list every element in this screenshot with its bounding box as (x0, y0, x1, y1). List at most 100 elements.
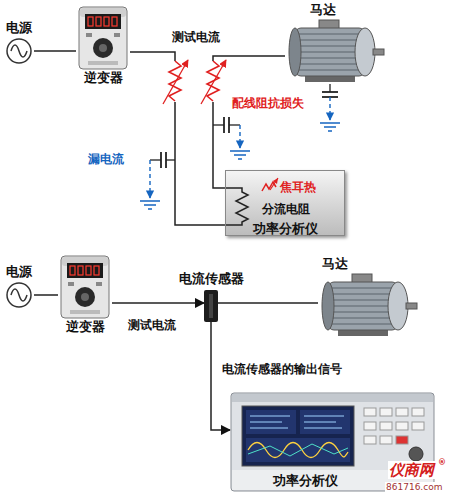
motor-illustration (373, 49, 384, 55)
leak-capacitor-symbol (239, 125, 240, 148)
inverter-illustration (58, 255, 112, 319)
power-analyzer-illustration (300, 410, 350, 434)
ground-symbol (238, 158, 242, 160)
leak-capacitor-symbol (223, 117, 225, 133)
motor-illustration (299, 69, 361, 71)
ground-symbol (320, 122, 340, 124)
inverter-illustration (81, 293, 89, 301)
inverter-illustration (75, 287, 95, 307)
motor-illustration (299, 34, 361, 70)
power-analyzer-box: 焦耳热分流电阻功率分析仪 (225, 170, 345, 236)
node-text: 功率分析仪 (226, 221, 344, 237)
power-analyzer-illustration (246, 438, 350, 462)
node-text: 分流电阻 (262, 201, 310, 217)
power-analyzer-illustration (304, 428, 342, 429)
power-analyzer-illustration (380, 408, 392, 416)
wire-resistance-symbol (201, 60, 226, 104)
motor-illustration (289, 28, 301, 76)
ground-symbol (148, 208, 152, 210)
power-analyzer-illustration (232, 394, 433, 402)
wire-connector (34, 50, 76, 52)
power-analyzer-illustration (250, 416, 344, 428)
inverter-illustration (99, 44, 107, 52)
inverter-illustration (61, 256, 109, 318)
inverter-illustration (76, 6, 130, 70)
wire-connector (213, 56, 285, 188)
inverter-illustration (94, 266, 99, 275)
motor-illustration (388, 282, 408, 330)
motor-illustration (299, 33, 361, 35)
inverter-illustration (88, 17, 93, 26)
inverter-illustration (112, 17, 117, 26)
ac-source-symbol (7, 283, 31, 307)
power-analyzer-illustration (364, 422, 376, 430)
ac-source-symbol (4, 280, 34, 310)
shunt-resistor-symbol (270, 178, 278, 190)
inverter-illustration (86, 33, 92, 37)
inverter-illustration (78, 266, 83, 275)
node-label: 功率分析仪 (270, 473, 341, 489)
motor-illustration (299, 39, 361, 41)
ac-source: 电源 (4, 20, 34, 66)
text-group: 电源 (4, 20, 34, 36)
motor: 马达 (285, 2, 385, 84)
ground-symbol (328, 130, 332, 132)
power-analyzer-illustration (412, 422, 424, 430)
current-sensor-clamp (204, 290, 218, 322)
inverter-illustration (79, 7, 127, 69)
node-label: 电源 (6, 20, 32, 36)
inverter: 逆变器 (58, 255, 112, 335)
wire-resistance-symbol (169, 61, 181, 101)
node-label: 逆变器 (66, 319, 105, 335)
power-analyzer-illustration (250, 416, 290, 417)
power-analyzer-illustration (396, 422, 408, 430)
power-analyzer-illustration (396, 436, 408, 444)
power-analyzer-illustration (304, 422, 336, 423)
inverter-illustration (104, 17, 109, 26)
motor: 马达 (318, 256, 424, 338)
power-analyzer-illustration (248, 444, 348, 456)
watermark: 仪商网 (388, 461, 435, 479)
motor-illustration (332, 317, 394, 319)
motor-illustration (299, 57, 361, 59)
motor-illustration (332, 323, 394, 325)
shunt-resistor-symbol (273, 178, 278, 184)
text-group: 焦耳热分流电阻功率分析仪 (226, 171, 344, 217)
wire-connector (130, 52, 225, 225)
loss-label: 配线阻抗损失 (232, 96, 304, 110)
current-sensor-clamp (204, 290, 218, 322)
inverter: 逆变器 (76, 6, 130, 86)
motor-illustration (332, 299, 394, 301)
text-group: 电流传感器 (179, 271, 244, 287)
inverter-illustration (96, 282, 102, 286)
node-label: 电源 (6, 264, 32, 280)
watermark: ® (437, 458, 447, 468)
leak-capacitor-symbol (229, 124, 240, 125)
wire-resistance-symbol (206, 61, 220, 102)
inverter-illustration (86, 266, 91, 275)
wire-connector (112, 302, 204, 304)
node-label: 马达 (322, 256, 348, 272)
watermark-url: 861716.com (385, 482, 443, 493)
power-analyzer-illustration (250, 428, 288, 429)
power-analyzer-illustration (364, 408, 424, 444)
motor-illustration (406, 303, 417, 309)
node-label: 焦耳热 (262, 179, 316, 195)
wire-resistance-symbol (207, 61, 219, 101)
wire-connector (34, 294, 58, 296)
ground-symbol (140, 200, 160, 202)
inverter-illustration (70, 310, 100, 314)
leak-capacitor-symbol (329, 97, 330, 120)
ground-symbol (144, 204, 156, 206)
ac-source-symbol (7, 39, 31, 63)
ac-source-symbol (4, 36, 34, 66)
power-analyzer-illustration (364, 408, 376, 416)
text-group: 功率分析仪 (270, 473, 341, 489)
inverter-illustration (85, 14, 121, 29)
wire-connector (218, 302, 318, 304)
leak-capacitor-symbol (150, 159, 161, 160)
motor-illustration (299, 51, 361, 53)
ac-source-symbol (11, 289, 27, 301)
leak-capacitor-symbol (322, 91, 338, 93)
